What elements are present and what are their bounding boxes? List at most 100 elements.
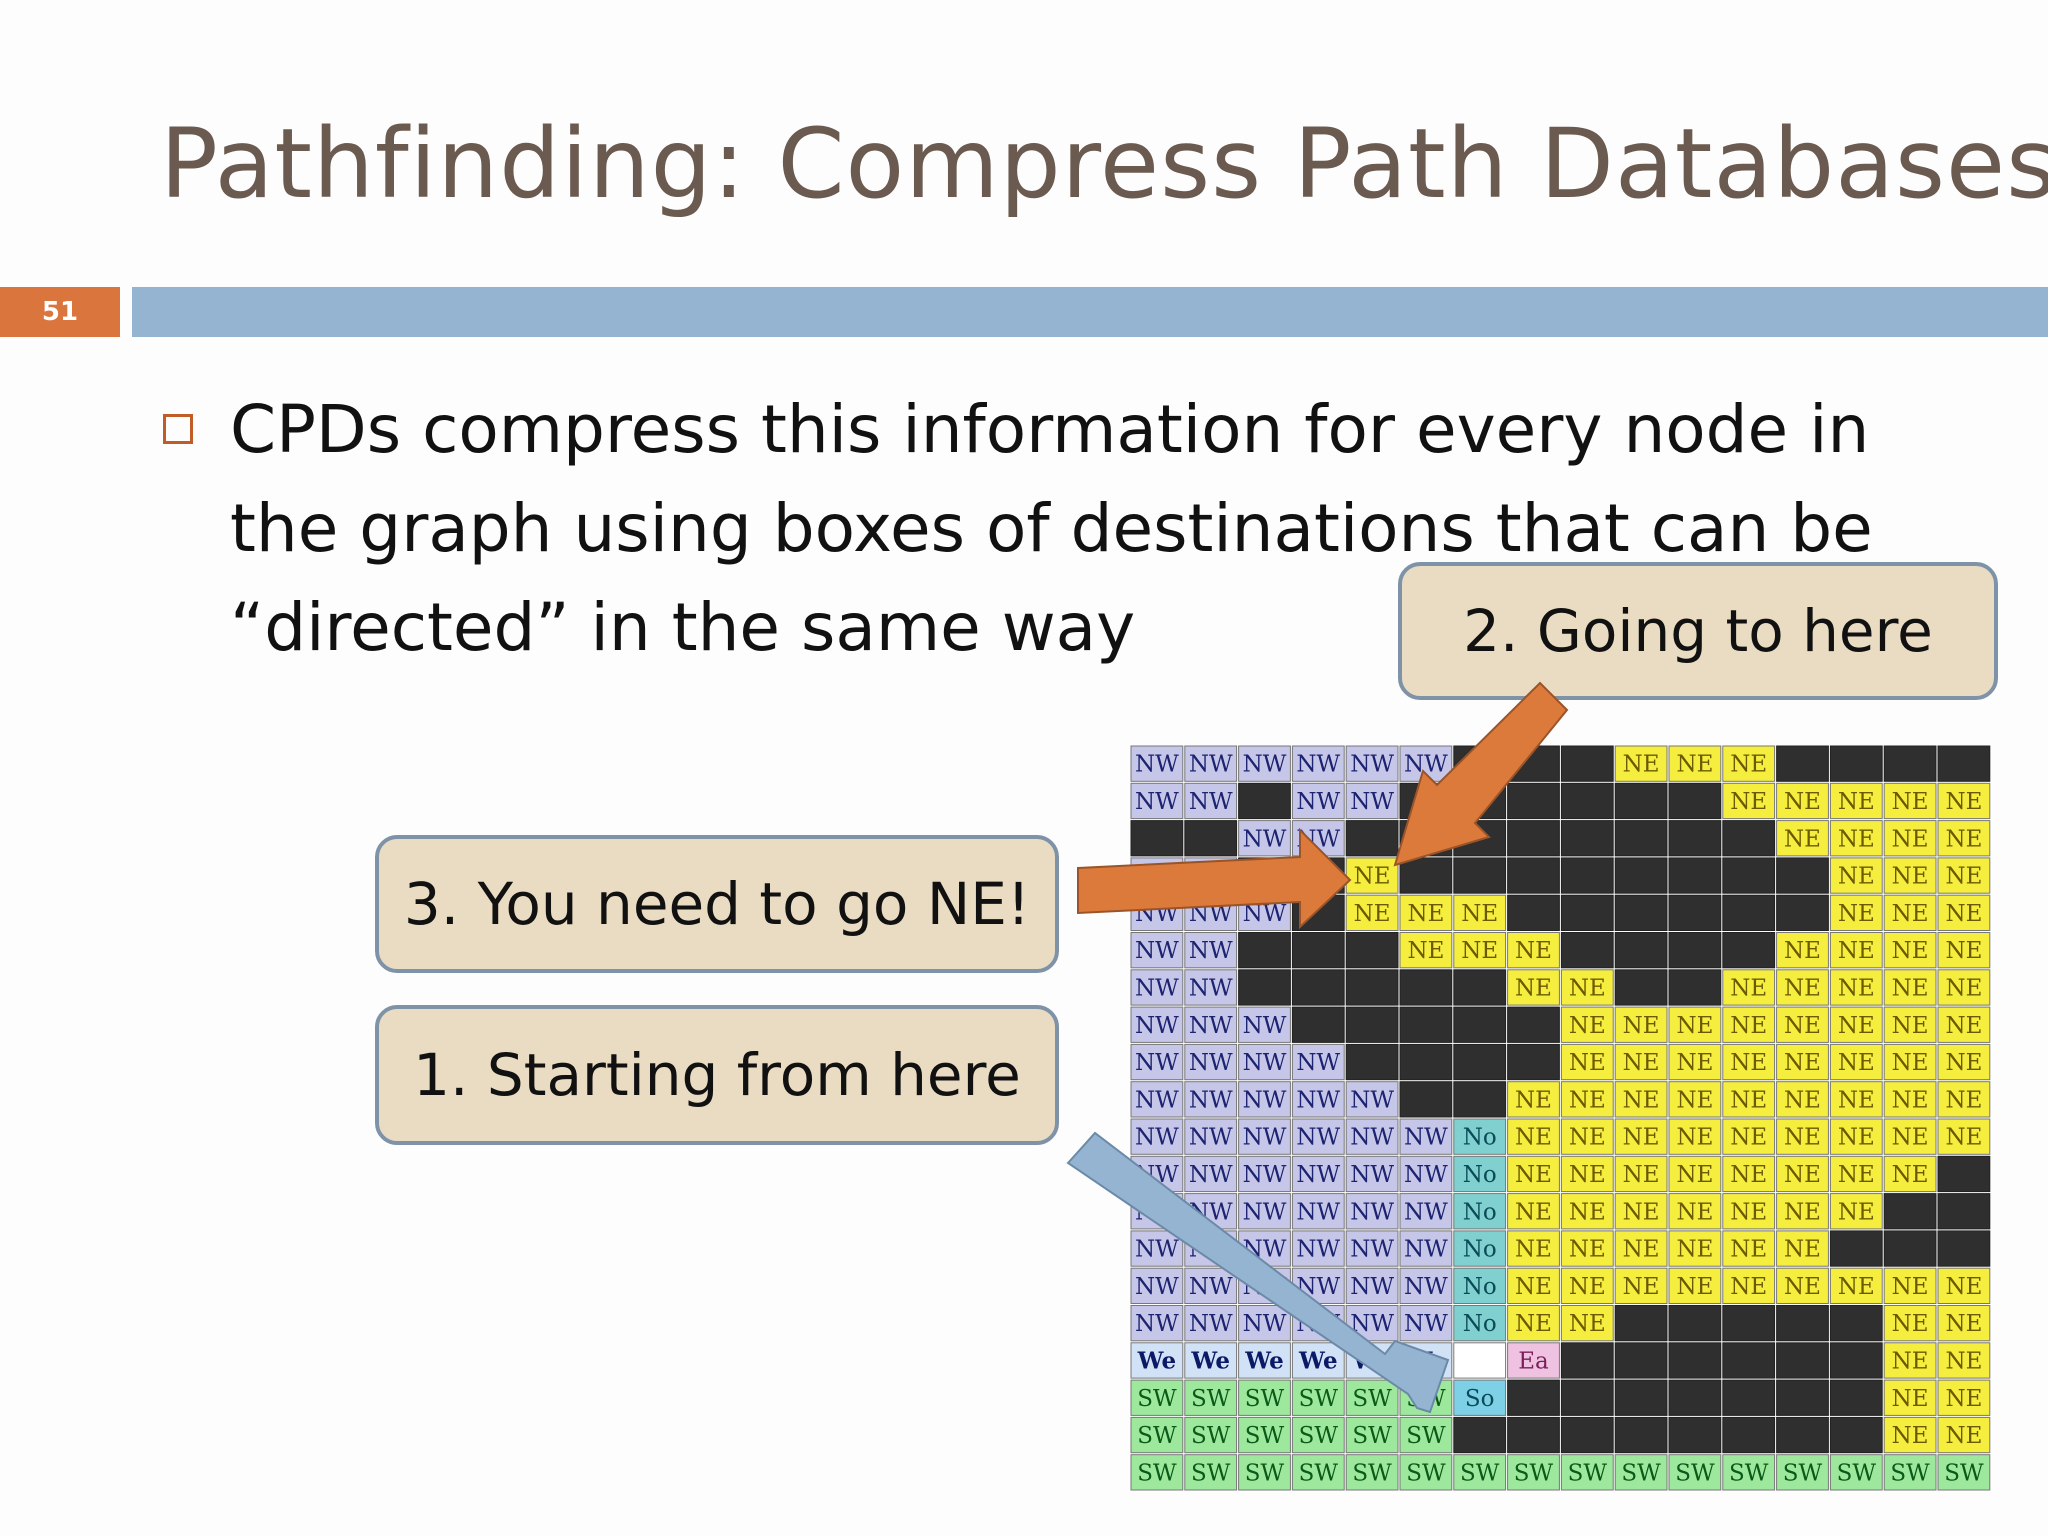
grid-cell: NE (1507, 1118, 1560, 1155)
grid-cell: NE (1829, 969, 1883, 1006)
grid-cell: NE (1883, 894, 1937, 931)
grid-cell-label: NW (1350, 1087, 1394, 1113)
grid-cell-fill (1614, 932, 1668, 969)
grid-cell: NW (1238, 1305, 1291, 1342)
grid-cell (1668, 1416, 1722, 1454)
grid-cell (1668, 857, 1722, 894)
grid-cell-fill (1614, 820, 1668, 857)
grid-cell-fill (1722, 745, 1776, 782)
grid-cell-fill (1614, 1379, 1668, 1416)
grid-cell: No (1453, 1230, 1507, 1267)
grid-cell-label: NW (1189, 1162, 1233, 1188)
grid-cell-label: SW (1299, 1423, 1339, 1449)
grid-cell-fill (1560, 1043, 1614, 1081)
grid-cell-label: NE (1461, 901, 1498, 927)
grid-cell-label: NW (1404, 752, 1448, 778)
grid-cell: NE (1776, 1006, 1829, 1043)
grid-cell-label: We (1190, 1347, 1230, 1374)
grid-cell: NW (1291, 1230, 1345, 1267)
grid-cell-fill (1668, 1081, 1722, 1118)
grid-cell: NE (1560, 1193, 1614, 1230)
grid-cell (1614, 932, 1668, 969)
grid-cell-fill (1776, 1118, 1829, 1155)
grid-cell-label: NW (1135, 1311, 1179, 1337)
grid-cell (1291, 894, 1345, 931)
grid-cell: SW (1130, 1379, 1184, 1416)
grid-cell (1399, 1006, 1453, 1043)
grid-cell: NW (1345, 1193, 1399, 1230)
grid-cell-fill (1614, 745, 1668, 782)
grid-cell-label: NE (1407, 938, 1444, 964)
grid-cell: NE (1668, 1155, 1722, 1193)
grid-cell: NE (1883, 1081, 1937, 1118)
grid-cell-fill (1130, 1006, 1184, 1043)
grid-cell (1291, 969, 1345, 1006)
grid-cell (1453, 745, 1507, 782)
grid-cell-label: SW (1299, 1460, 1339, 1486)
grid-cell-label: Ea (1518, 1348, 1549, 1374)
grid-cell-label: NE (1784, 1237, 1821, 1263)
grid-cell-label: NW (1296, 1087, 1340, 1113)
grid-cell-fill (1130, 932, 1184, 969)
grid-cell-fill (1184, 969, 1238, 1006)
grid-cell-fill (1937, 1379, 1991, 1416)
grid-cell-fill (1130, 782, 1184, 820)
grid-cell-label: SW (1352, 1423, 1392, 1449)
grid-cell-label: NW (1350, 1199, 1394, 1225)
grid-cell-fill (1883, 1267, 1937, 1305)
grid-cell: NE (1560, 1006, 1614, 1043)
grid-cell-label: NW (1135, 1050, 1179, 1076)
grid-cell: NW (1291, 1118, 1345, 1155)
grid-cell-fill (1560, 969, 1614, 1006)
grid-cell-fill (1776, 1081, 1829, 1118)
grid-cell: NE (1668, 1118, 1722, 1155)
grid-cell-label: SW (1514, 1460, 1554, 1486)
grid-cell-fill (1507, 932, 1560, 969)
grid-cell-label: NE (1676, 1237, 1713, 1263)
grid-cell-label: NE (1784, 1125, 1821, 1151)
grid-cell: NW (1184, 1230, 1238, 1267)
grid-cell-fill (1883, 1379, 1937, 1416)
grid-cell: NE (1937, 820, 1991, 857)
grid-cell (1453, 1081, 1507, 1118)
grid-cell (1238, 932, 1291, 969)
grid-cell-fill (1776, 1342, 1829, 1379)
grid-cell-fill (1560, 1118, 1614, 1155)
grid-cell-label: NE (1945, 938, 1982, 964)
grid-cell-fill (1722, 1006, 1776, 1043)
grid-cell-label: NW (1243, 1237, 1287, 1263)
grid-cell-fill (1238, 782, 1291, 820)
grid-cell-fill (1560, 1305, 1614, 1342)
grid-cell-fill (1238, 1081, 1291, 1118)
grid-cell: NE (1937, 1043, 1991, 1081)
grid-cell-fill (1776, 820, 1829, 857)
grid-cell (1668, 894, 1722, 931)
grid-cell: NW (1291, 1155, 1345, 1193)
grid-cell-label: NE (1623, 1125, 1660, 1151)
grid-cell (1937, 1230, 1991, 1267)
grid-cell-label: NE (1892, 1087, 1929, 1113)
grid-cell-label: NW (1189, 752, 1233, 778)
grid-cell-fill (1937, 1118, 1991, 1155)
grid-cell-fill (1883, 1342, 1937, 1379)
grid-cell-label: NW (1189, 1087, 1233, 1113)
grid-cell: Ea (1507, 1342, 1560, 1379)
grid-cell: NE (1883, 1155, 1937, 1193)
grid-cell: NE (1776, 932, 1829, 969)
grid-cell-fill (1453, 894, 1507, 931)
grid-cell-label: NW (1243, 1199, 1287, 1225)
grid-cell-label: NW (1350, 1274, 1394, 1300)
grid-cell: NW (1130, 1043, 1184, 1081)
grid-cell-fill (1776, 1230, 1829, 1267)
grid-cell-fill (1722, 1267, 1776, 1305)
grid-cell: NE (1668, 1081, 1722, 1118)
grid-cell-label: NE (1730, 752, 1767, 778)
grid-cell: NE (1776, 820, 1829, 857)
grid-cell-fill (1937, 782, 1991, 820)
grid-cell-label: NE (1623, 1013, 1660, 1039)
grid-cell: NE (1507, 1305, 1560, 1342)
grid-cell-label: NW (1135, 1125, 1179, 1151)
grid-cell (1560, 894, 1614, 931)
grid-cell-fill (1560, 932, 1614, 969)
grid-cell-fill (1829, 820, 1883, 857)
